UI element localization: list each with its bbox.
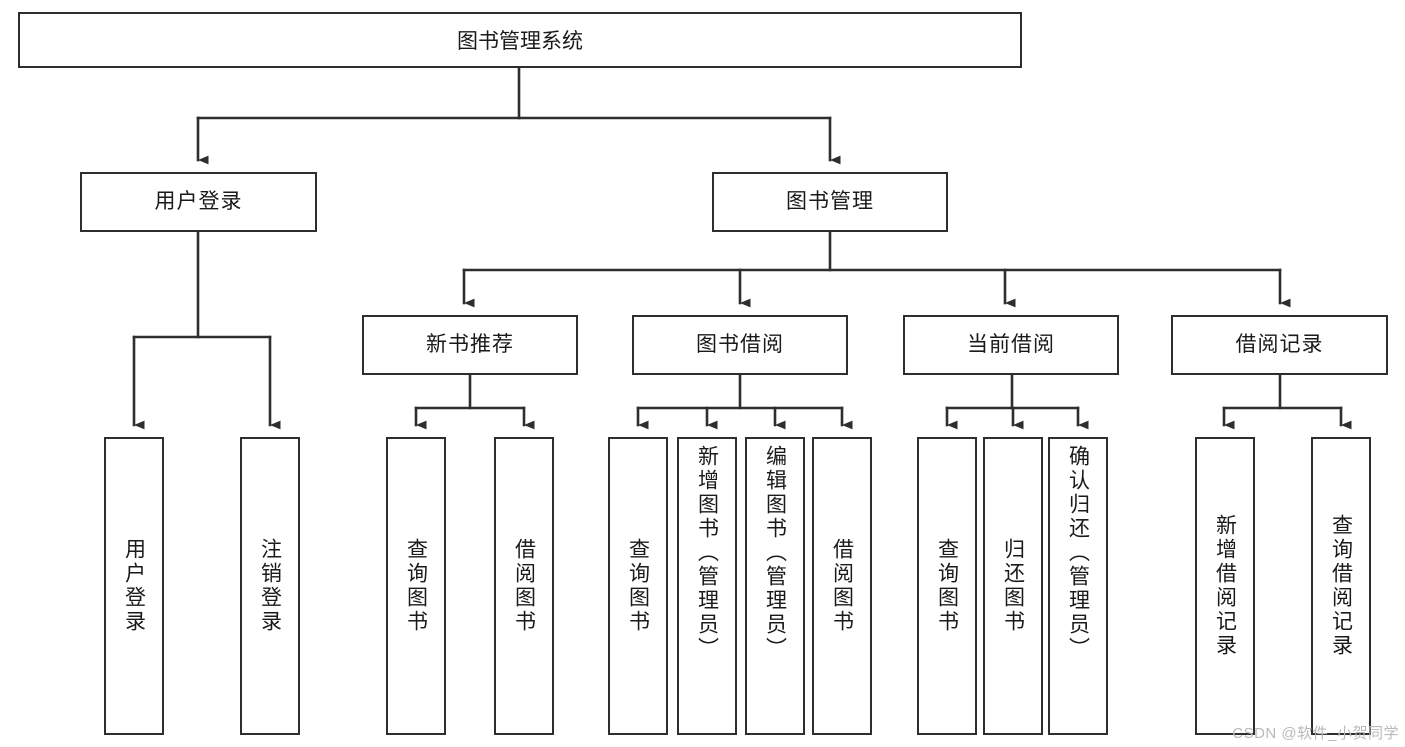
leaf-return-book[interactable]: 归还图书 (983, 437, 1043, 735)
node-label: 图书管理 (786, 190, 874, 214)
node-label: 新增借阅记录 (1213, 514, 1237, 658)
csdn-watermark: CSDN @软件_小贺同学 (1232, 725, 1399, 742)
node-label: 用户登录 (154, 190, 243, 214)
node-label: 新书推荐 (426, 333, 514, 357)
leaf-logout-login[interactable]: 注销登录 (240, 437, 300, 735)
node-borrow-record[interactable]: 借阅记录 (1171, 315, 1388, 375)
leaf-borrow-book-newbook[interactable]: 借阅图书 (494, 437, 554, 735)
node-book-borrow[interactable]: 图书借阅 (632, 315, 848, 375)
leaf-query-borrow-record[interactable]: 查询借阅记录 (1311, 437, 1371, 735)
leaf-confirm-return-admin[interactable]: 确认归还（管理员） (1048, 437, 1108, 735)
node-label: 借阅图书 (830, 538, 854, 634)
leaf-add-borrow-record[interactable]: 新增借阅记录 (1195, 437, 1255, 735)
leaf-query-book-current[interactable]: 查询图书 (917, 437, 977, 735)
node-label: 当前借阅 (967, 333, 1055, 357)
node-label: 归还图书 (1001, 538, 1025, 634)
node-new-book-recommend[interactable]: 新书推荐 (362, 315, 578, 375)
node-book-management[interactable]: 图书管理 (712, 172, 948, 232)
node-current-borrow[interactable]: 当前借阅 (903, 315, 1119, 375)
node-label: 编辑图书（管理员） (763, 445, 787, 661)
node-label: 借阅记录 (1235, 333, 1324, 357)
leaf-query-book-newbook[interactable]: 查询图书 (386, 437, 446, 735)
node-label: 图书借阅 (696, 333, 784, 357)
node-label: 新增图书（管理员） (695, 445, 719, 661)
node-user-login[interactable]: 用户登录 (80, 172, 317, 232)
leaf-edit-book-admin[interactable]: 编辑图书（管理员） (745, 437, 805, 735)
leaf-user-login[interactable]: 用户登录 (104, 437, 164, 735)
leaf-borrow-book-borrow[interactable]: 借阅图书 (812, 437, 872, 735)
node-label: 查询图书 (935, 538, 959, 634)
node-label: 查询借阅记录 (1329, 514, 1353, 658)
node-label: 图书管理系统 (457, 30, 583, 53)
node-label: 借阅图书 (512, 538, 536, 634)
node-label: 确认归还（管理员） (1066, 445, 1090, 661)
leaf-add-book-admin[interactable]: 新增图书（管理员） (677, 437, 737, 735)
node-label: 注销登录 (258, 538, 282, 634)
node-label: 用户登录 (122, 538, 146, 634)
node-root-system[interactable]: 图书管理系统 (18, 12, 1022, 68)
node-label: 查询图书 (404, 538, 428, 634)
node-label: 查询图书 (626, 538, 650, 634)
leaf-query-book-borrow[interactable]: 查询图书 (608, 437, 668, 735)
